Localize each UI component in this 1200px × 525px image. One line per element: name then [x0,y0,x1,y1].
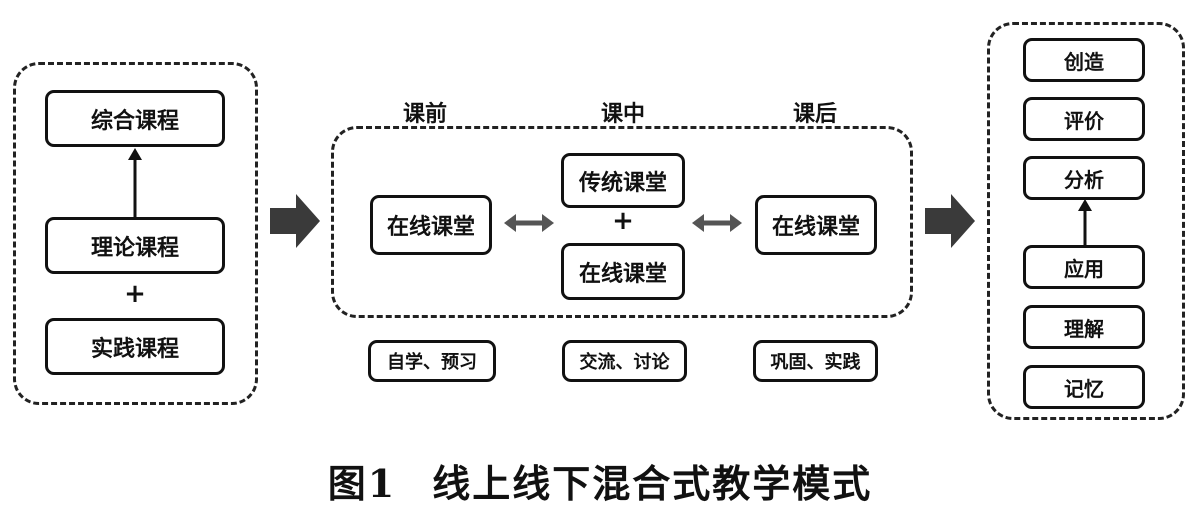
activity-self-study-box: 自学、预习 [368,340,496,382]
level-understand-box: 理解 [1023,305,1145,349]
level-apply-box: 应用 [1023,245,1145,289]
activity-practice-box: 巩固、实践 [753,340,878,382]
level-remember-box: 记忆 [1023,365,1145,409]
big-right-arrow-1 [270,194,320,248]
figure-title: 线上线下混合式教学模式 [432,461,873,506]
phase-label-pre-class: 课前 [402,102,447,127]
level-create-box: 创造 [1023,38,1145,82]
phase-label-post-class: 课后 [792,102,837,127]
level-evaluate-box: 评价 [1023,97,1145,141]
figure-number: 图1 [327,461,397,506]
right-group-frame [987,22,1185,420]
in-class-online-box: 在线课堂 [561,243,685,300]
double-arrow-1 [504,214,554,232]
activity-discussion-box: 交流、讨论 [562,340,687,382]
post-class-online-box: 在线课堂 [755,195,877,255]
right-up-arrow [1078,199,1092,245]
pre-class-online-box: 在线课堂 [370,195,492,255]
practice-course-box: 实践课程 [45,318,225,375]
middle-plus-sign: + [612,206,634,236]
big-right-arrow-2 [925,194,975,248]
left-plus-sign: + [124,279,146,309]
double-arrow-2 [692,214,742,232]
level-analyze-box: 分析 [1023,156,1145,200]
theory-course-box: 理论课程 [45,217,225,274]
comprehensive-course-box: 综合课程 [45,90,225,147]
middle-group-frame [331,126,913,318]
figure-caption: 图1 线上线下混合式教学模式 [0,453,1200,508]
phase-label-in-class: 课中 [600,102,645,127]
left-group-frame [13,62,258,405]
left-up-arrow [128,148,142,217]
traditional-class-box: 传统课堂 [561,153,685,208]
